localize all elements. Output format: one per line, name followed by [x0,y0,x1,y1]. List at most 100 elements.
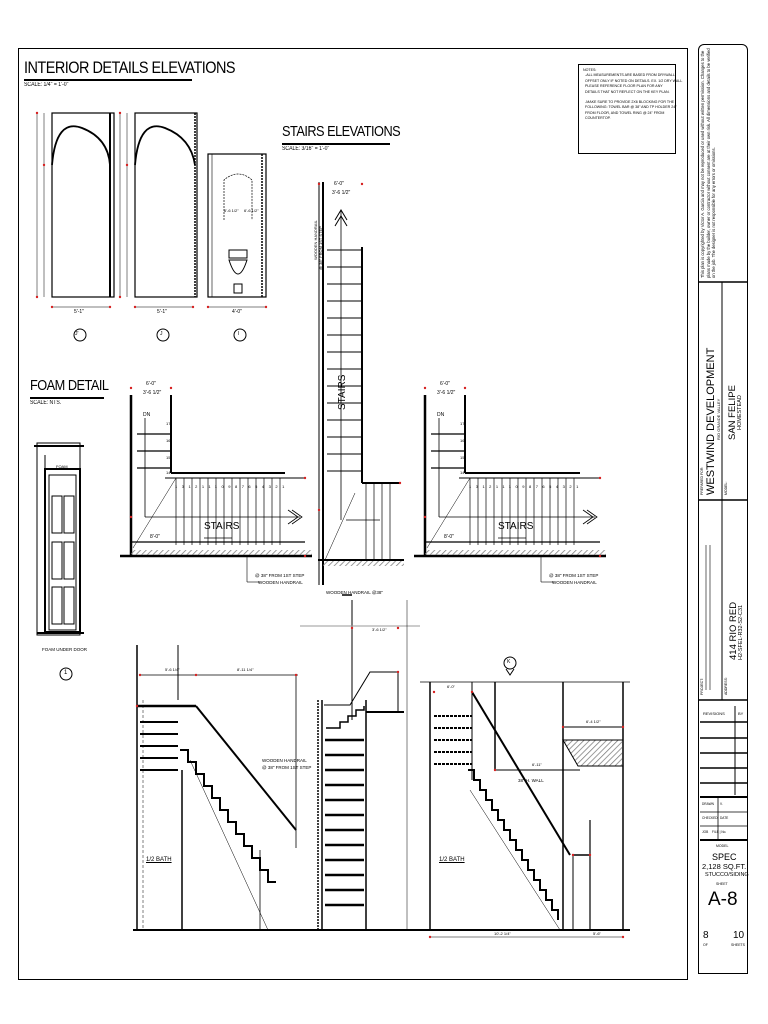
dim-stair-overall: 6'-0" [334,181,344,187]
stair-dn-label: DN [143,412,151,418]
sheet-total: 10 [733,930,745,941]
dim-stair-overall: 6'-0" [440,381,450,387]
job-label: JOB [702,830,709,834]
handrail-note: @ 38" FROM 1ST STEP [255,573,305,578]
handrail-note: @ 38" FROM 1ST STEP [262,765,312,770]
notes-line: DETAILS THAT NOT REFLECT ON THE KEY PLAN… [585,89,670,94]
step-number: 16 [460,438,465,443]
foam-detail-title: FOAM DETAIL [30,377,109,394]
notes-heading: NOTES: [583,68,597,72]
checked-value: DATE [720,816,729,820]
dim-section: 6'-0" [447,684,455,689]
stairs-elevations-title: STAIRS ELEVATIONS [282,123,401,140]
model-label: MODEL: [724,481,728,495]
of-label: OF [703,943,708,947]
stairs-label-left: STAIRS [204,521,240,532]
address-sub: H2-SFEL-R32-S2-C31 [738,604,744,660]
spec: SPEC [712,852,737,862]
marker-j-prime: J' [75,331,79,337]
dim-toilet-height: 6'-6 1/2" [244,208,259,213]
dim-stair-inner: 3'-6 1/2" [332,190,351,196]
step-number: 15 [166,455,171,460]
handrail-note: WOODEN HANDRAIL [262,758,307,763]
notes-line: OFFSET ONLY IF NOTED ON DETAILS. EX. 1/2… [585,78,683,83]
step-number: 14 [166,470,171,475]
handrail-note: @ 38" FROM 1ST STEP [549,573,599,578]
sheet-number: A-8 [708,889,738,910]
job-value: FILE | No. [712,830,727,834]
interior-scale: SCALE: 1/4" = 1'-0" [24,82,69,88]
bath-label: 1/2 BATH [439,857,465,863]
marker-j: J [160,331,163,337]
notes-box: NOTES: -ALL MEASUREMENTS ARE BASED FROM … [578,64,683,154]
prepared-for-label: PREPARED FOR: [700,466,704,495]
step-number: 14 [460,470,465,475]
step-number: 15 [460,455,465,460]
dim-section: 5'-6" [593,931,601,936]
address-label: ADDRESS: [724,677,728,695]
dim-section: 8'-11 1/4" [237,667,254,672]
notes-line: PLEASE REFERENCE FLOOR PLAN FOR ANY [585,84,663,89]
half-wall-note: 38" H. WALL [518,778,544,783]
dim-section: 6'-11" [532,762,542,767]
step-number: 16 [166,438,171,443]
dim-section: 10'-2 1/4" [494,931,511,936]
bath-label: 1/2 BATH [146,857,172,863]
notes-line: COUNTERTOP. [585,116,611,121]
stairs-label-middle: STAIRS [337,374,348,410]
interior-details-title: INTERIOR DETAILS ELEVATIONS [24,58,236,77]
title-underline [30,397,104,399]
stair-dn-label: DN [437,412,445,418]
dim-arch-width: 5'-1" [157,309,167,315]
handrail-note: WOODEN HANDRAIL @38" [326,590,384,595]
dim-stair-inner: 3'-6 1/2" [437,390,456,396]
stairs-label-right: STAIRS [498,521,534,532]
foam-top-label: FOAM [56,464,68,469]
revisions-header: REVISIONS [703,711,725,716]
marker-k: K [507,659,511,665]
checked-label: CHECKED [702,816,718,820]
dim-toilet-height: 6'-6 1/2" [224,208,239,213]
finish: STUCCO/SIDING [705,872,749,878]
title-block [698,44,748,974]
title-underline [24,79,192,81]
step-numbers: 13121110987654321 [469,484,583,489]
revisions-by-header: BY [738,711,744,716]
company-sub: RIO GRANDE VALLEY [716,398,721,440]
handrail-note: WOODEN HANDRAIL [552,580,597,585]
handrail-note-vertical: @ 38" FROM 1ST STEP [318,226,323,270]
dim-section: 5'-6 1/4" [165,667,180,672]
dim-section: 6'-4 1/2" [586,719,601,724]
step-number: 17 [460,421,465,426]
step-number: 17 [166,421,171,426]
foam-bottom-label: FOAM UNDER DOOR [42,647,87,652]
dim-stair-landing: 8'-0" [150,534,160,540]
notes-line: -MAKE SURE TO PROVIDE 2X6 BLOCKING FOR T… [585,100,675,105]
dim-stair-inner: 3'-6 1/2" [143,390,162,396]
sheet-label: SHEET [716,882,728,886]
stairs-scale: SCALE: 3/16" = 1'-0" [282,146,330,152]
sheet-index: 8 [703,930,709,941]
sheets-label: SHEETS [731,943,746,947]
foam-scale: SCALE: NTS. [30,400,62,406]
drawn-label: DRAWN [702,802,714,806]
dim-section: 3'-6 1/2" [372,627,387,632]
dim-stair-landing: 8'-0" [444,534,454,540]
step-numbers: 13121110987654321 [175,484,289,489]
dim-toilet-width: 4'-0" [232,309,242,315]
dim-arch-width: 5'-1" [74,309,84,315]
dim-stair-overall: 6'-0" [146,381,156,387]
title-underline [282,143,390,145]
sqft: 2,128 SQ.FT. [702,862,747,871]
drawn-value: V. [720,802,723,806]
copyright-notice: This plan is copyrighted by Victor A. Ga… [700,48,716,278]
handrail-note: WOODEN HANDRAIL [258,580,303,585]
notes-line: FOLLOWING: TOWEL BAR @ 38" AND TP HOLDER… [585,105,677,110]
project-label: PROJECT: [700,678,704,695]
foam-marker: 1 [64,670,68,676]
notes-line: -ALL MEASUREMENTS ARE BASED FROM DRYWALL [585,73,675,78]
spec-model-label: MODEL [716,844,729,848]
drawing-sheet-border [18,48,688,980]
model-sub: HOMESTEAD [737,395,743,430]
